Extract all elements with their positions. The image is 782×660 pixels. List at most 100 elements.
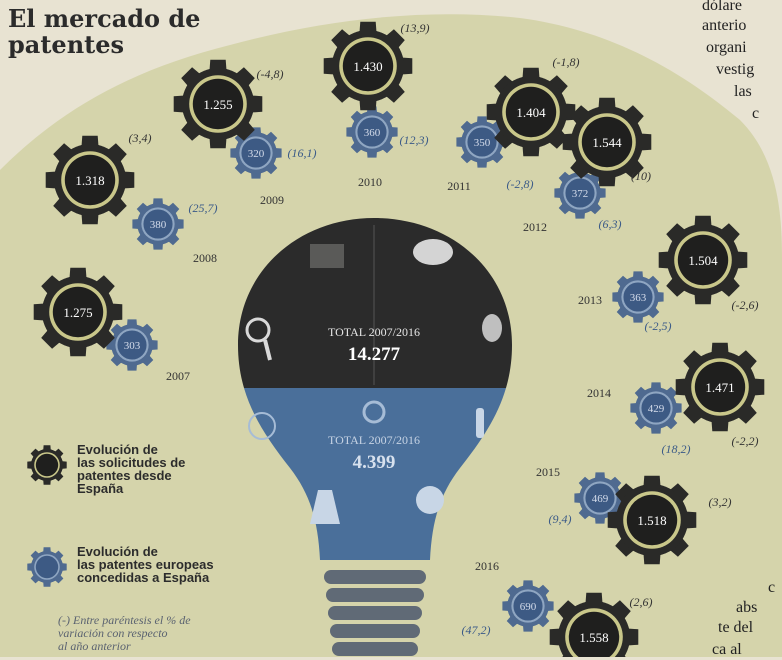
granted-change-2009: (16,1) [288,146,317,160]
granted-gear-2009 [230,127,282,179]
request-value-2014: 1.471 [705,380,734,395]
legend-line: las solicitudes de [77,455,186,470]
bulb-small-icon [482,314,502,342]
request-value-2008: 1.318 [75,173,104,188]
total-granted-value: 4.399 [353,452,396,473]
year-label-2013: 2013 [578,293,602,307]
legend-line: Evolución de [77,544,158,559]
granted-change-2008: (25,7) [189,201,218,215]
granted-value-2015: 469 [592,493,609,505]
gear-small-icon [362,400,386,424]
request-gear-2013 [658,215,748,305]
total-requests-label: TOTAL 2007/2016 [328,325,420,339]
tools-icon [476,408,484,438]
bulb-base-ring [326,588,424,602]
request-value-2016: 1.558 [579,630,608,645]
year-label-2012: 2012 [523,220,547,234]
atom-icon [248,412,276,440]
dark-gear-icon [27,445,67,485]
request-value-2010: 1.430 [353,59,382,74]
request-gear-2015 [607,475,697,565]
granted-gear-2011 [456,116,508,168]
year-label-2011: 2011 [447,179,471,193]
book-icon [310,244,344,268]
request-change-2013: (-2,6) [732,298,759,312]
granted-value-2013: 363 [630,292,647,304]
legend-granted-text: Evolución de las patentes europeas conce… [77,545,214,584]
request-value-2013: 1.504 [688,253,718,268]
granted-gear-2008 [132,198,184,250]
year-label-2008: 2008 [193,251,217,265]
granted-gear-2012 [554,167,606,219]
request-change-2011: (-1,8) [553,55,580,69]
legend-requests-text: Evolución de las solicitudes de patentes… [77,443,185,495]
granted-value-2014: 429 [648,403,665,415]
request-gear-2012 [562,97,652,187]
magnifier-icon [245,317,271,343]
total-requests-value: 14.277 [348,344,401,365]
granted-gear-2014 [630,382,682,434]
blue-gear-icon [27,547,67,587]
variation-note: (-) Entre paréntesis el % de variación c… [58,614,191,653]
request-gear-2011 [486,67,576,157]
legend-granted: Evolución de las patentes europeas conce… [25,545,285,605]
request-gear-2010 [323,21,413,111]
bulb-base-ring [332,642,418,656]
legend-line: España [77,481,124,496]
request-value-2015: 1.518 [637,513,666,528]
request-change-2012: (10) [631,169,651,183]
request-change-2008: (3,4) [129,131,152,145]
granted-change-2011: (-2,8) [507,177,534,191]
legend-line: concedidas a España [77,570,210,585]
granted-change-2016: (47,2) [462,623,491,637]
globe-icon [416,486,444,514]
granted-value-2010: 360 [364,127,381,139]
year-label-2009: 2009 [260,193,284,207]
request-change-2010: (13,9) [401,21,430,35]
note-line: variación con respecto [58,626,168,640]
granted-gear-2015 [574,472,626,524]
granted-value-2007: 303 [124,340,141,352]
legend-line: Evolución de [77,442,158,457]
granted-change-2015: (9,4) [549,512,572,526]
legend-line: las patentes europeas [77,557,214,572]
total-granted-label: TOTAL 2007/2016 [328,433,420,447]
request-value-2007: 1.275 [63,305,92,320]
granted-gear-2013 [612,271,664,323]
year-label-2016: 2016 [475,559,499,573]
granted-value-2011: 350 [474,137,491,149]
year-label-2015: 2015 [536,465,560,479]
legend-line: patentes desde [77,468,172,483]
year-label-2007: 2007 [166,369,190,383]
request-change-2016: (2,6) [630,595,653,609]
request-gear-2009 [173,59,263,149]
granted-value-2008: 380 [150,219,167,231]
gears-layer: 1.27530320071.3183802008(3,4)(25,7)1.255… [33,21,765,657]
request-change-2015: (3,2) [709,495,732,509]
granted-gear-2010 [346,106,398,158]
request-change-2014: (-2,2) [732,434,759,448]
granted-change-2014: (18,2) [662,442,691,456]
request-gear-2014 [675,342,765,432]
bulb-base-ring [324,570,426,584]
request-value-2011: 1.404 [516,105,546,120]
year-label-2014: 2014 [587,386,611,400]
bulb-base-ring [330,624,420,638]
bulb-base-ring [328,606,422,620]
request-gear-2016 [549,592,639,657]
note-line: (-) Entre paréntesis el % de [58,613,191,627]
page-title: El mercado de patentes [8,6,200,58]
request-gear-2008 [45,135,135,225]
granted-gear-2007 [106,319,158,371]
request-change-2009: (-4,8) [257,67,284,81]
request-gear-2007 [33,267,123,357]
granted-change-2013: (-2,5) [645,319,672,333]
note-line: al año anterior [58,639,131,653]
legend-requests: Evolución de las solicitudes de patentes… [25,443,285,518]
palette-icon [413,239,453,265]
flask-icon [310,490,340,524]
granted-value-2012: 372 [572,188,589,200]
granted-value-2016: 690 [520,601,537,613]
